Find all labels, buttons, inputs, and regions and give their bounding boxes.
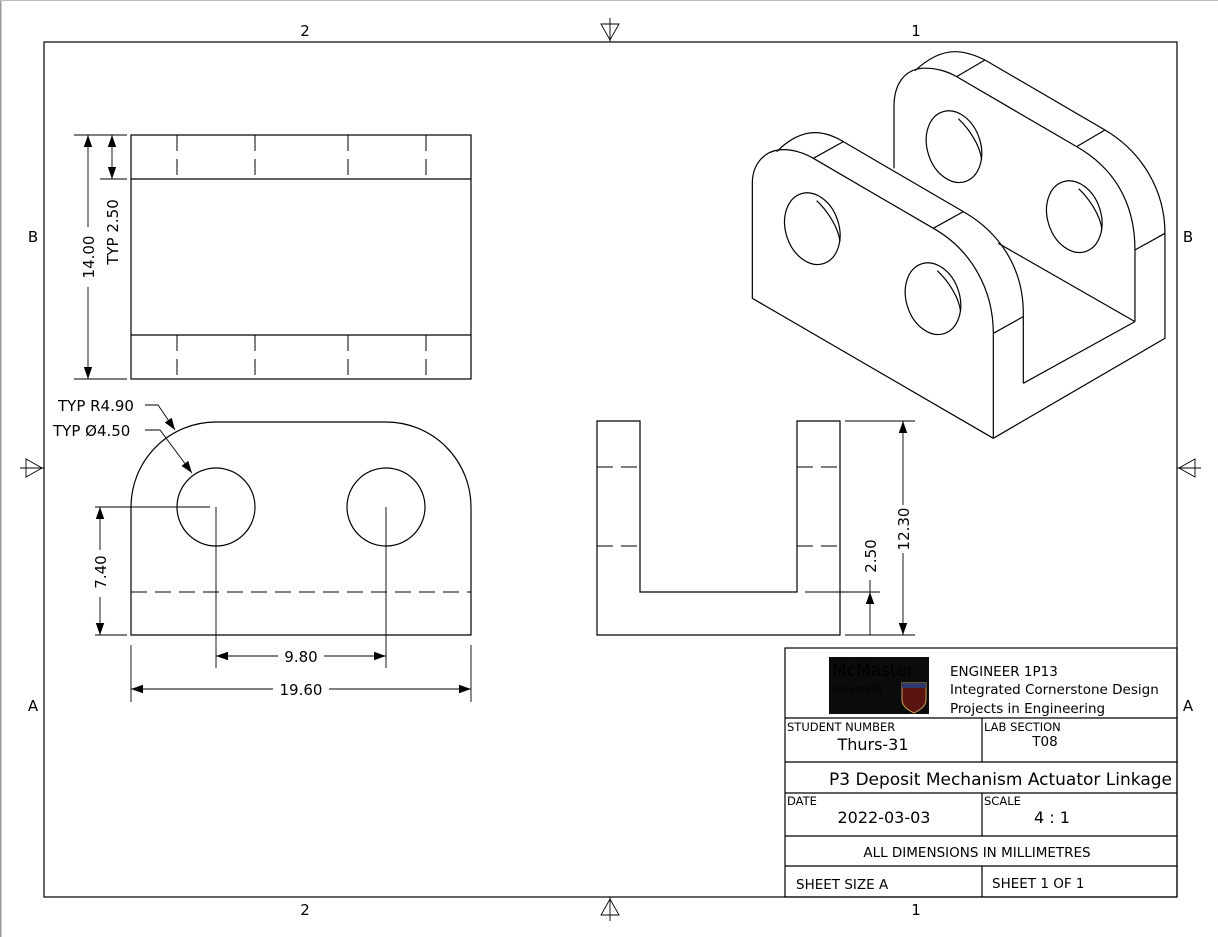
- sheet-size: SHEET SIZE A: [796, 877, 889, 893]
- isometric-view: [751, 51, 1166, 439]
- dim-hole-height: 7.40: [92, 555, 110, 588]
- centering-mark-bottom: [600, 897, 620, 921]
- student-number: Thurs-31: [836, 735, 908, 754]
- student-number-label: STUDENT NUMBER: [787, 720, 895, 734]
- mcmaster-logo: McMaster University: [829, 657, 929, 714]
- dim-top-view-height: 14.00: [80, 236, 98, 279]
- iso-hole: [904, 262, 962, 336]
- dim-typ-band: TYP 2.50: [104, 199, 122, 266]
- course-code: ENGINEER 1P13: [950, 664, 1058, 680]
- units-note: ALL DIMENSIONS IN MILLIMETRES: [863, 845, 1090, 861]
- date-label: DATE: [787, 794, 817, 808]
- date: 2022-03-03: [838, 808, 931, 827]
- zone-label: A: [1183, 697, 1194, 715]
- dim-base-thickness: 2.50: [862, 539, 880, 572]
- zone-label: B: [28, 228, 38, 246]
- drawing-title: P3 Deposit Mechanism Actuator Linkage: [829, 770, 1172, 790]
- zone-label: B: [1183, 228, 1193, 246]
- side-view: [596, 420, 915, 636]
- dim-hole-spacing: 9.80: [284, 648, 317, 666]
- front-view: [95, 404, 472, 702]
- top-view: [74, 134, 472, 380]
- sheet-number: SHEET 1 OF 1: [992, 876, 1084, 892]
- iso-hole: [783, 192, 841, 266]
- drawing-border: [43, 41, 1178, 898]
- iso-hole: [925, 110, 983, 184]
- zone-label: 2: [300, 901, 310, 919]
- iso-hole: [1045, 180, 1103, 254]
- crest-icon: [901, 682, 927, 714]
- logo-text: McMaster: [832, 661, 914, 681]
- lab-section-label: LAB SECTION: [984, 720, 1061, 734]
- zone-label: A: [28, 697, 39, 715]
- title-block: [784, 647, 1178, 898]
- scale-label: SCALE: [984, 794, 1021, 808]
- dim-side-height: 12.30: [895, 508, 913, 551]
- dim-radius: TYP R4.90: [57, 397, 134, 415]
- centering-mark-left: [20, 458, 44, 478]
- scale: 4 : 1: [1034, 808, 1070, 827]
- course-name-line2: Projects in Engineering: [950, 701, 1105, 717]
- zone-label: 1: [911, 901, 921, 919]
- logo-text: University: [833, 684, 884, 695]
- centering-mark-right: [1177, 458, 1201, 478]
- dim-hole-diameter: TYP Ø4.50: [52, 422, 130, 440]
- zone-label: 1: [911, 22, 921, 40]
- dim-overall-width: 19.60: [280, 681, 323, 699]
- lab-section: T08: [1031, 734, 1057, 750]
- course-name: Integrated Cornerstone Design: [950, 682, 1159, 698]
- centering-mark-top: [600, 18, 620, 42]
- zone-label: 2: [300, 22, 310, 40]
